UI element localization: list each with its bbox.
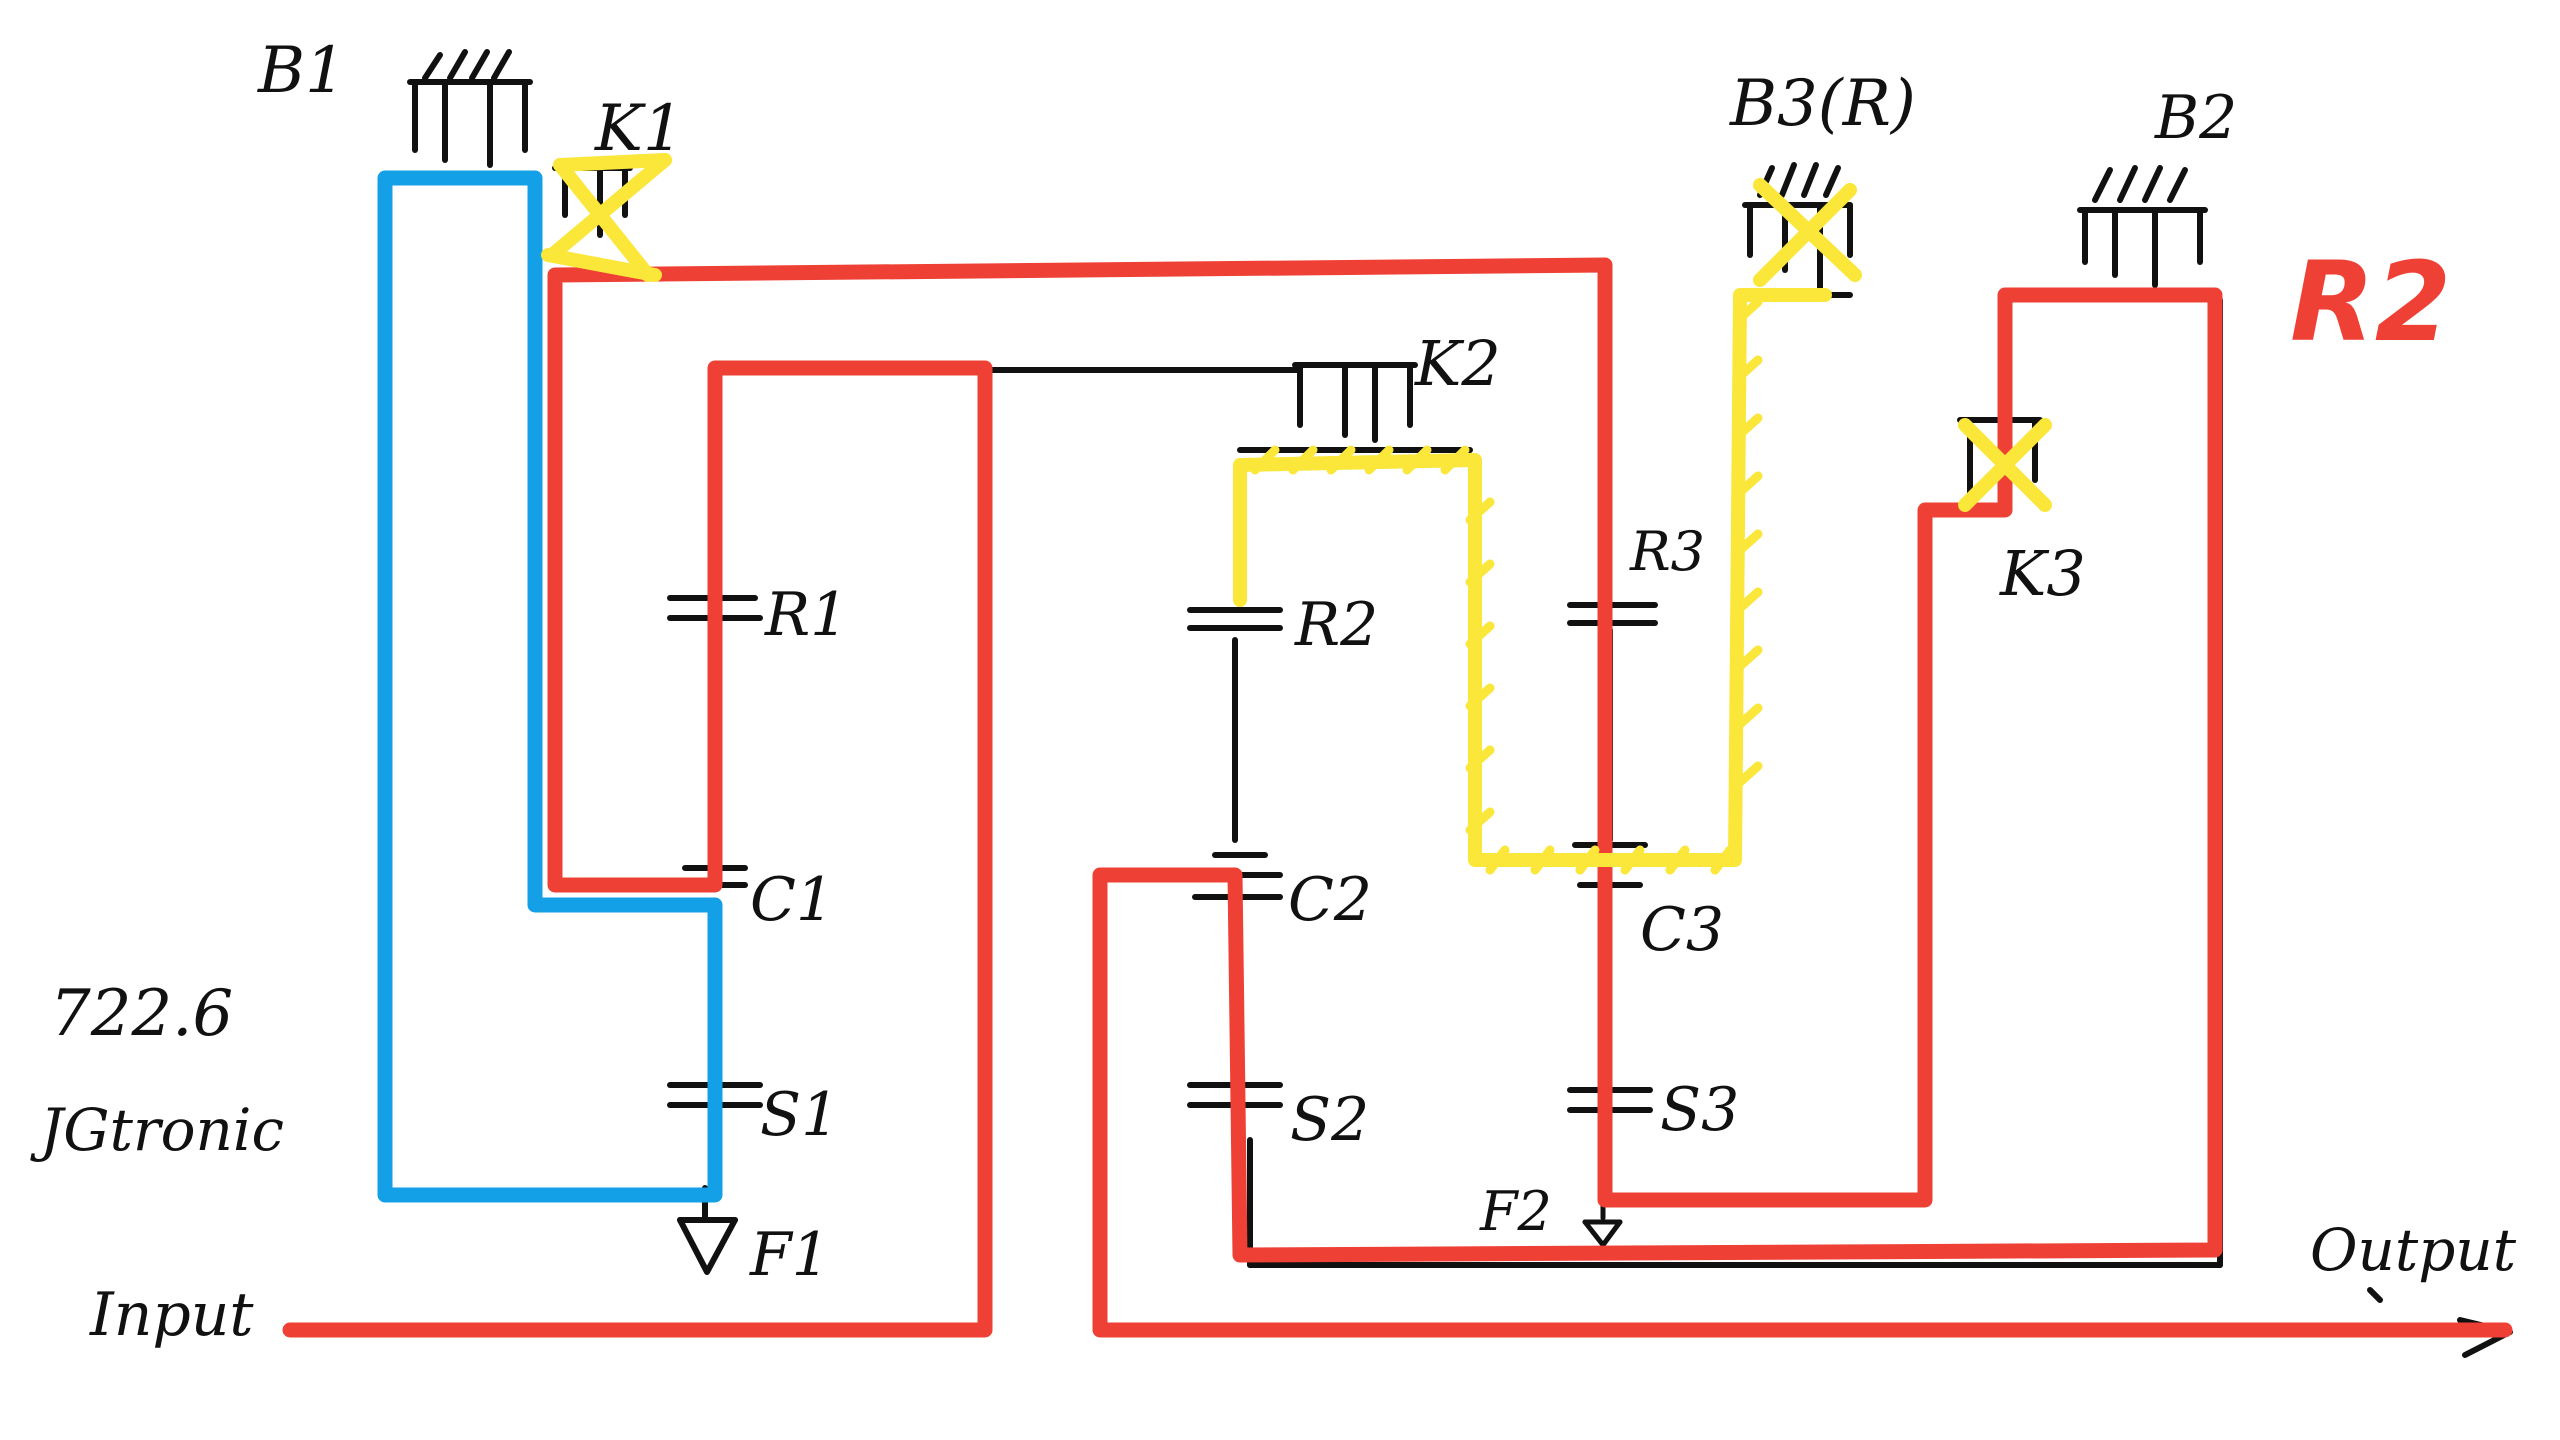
yellow-hatch-tick bbox=[1465, 621, 1495, 649]
yellow-hatch-tick bbox=[1326, 445, 1356, 475]
label-b1: B1 bbox=[257, 34, 346, 108]
yellow-hatch-tick bbox=[1575, 845, 1600, 875]
label-r2: R2 bbox=[1294, 590, 1378, 660]
yellow-hatch-tick bbox=[1733, 413, 1763, 441]
label-b2: B2 bbox=[2154, 83, 2237, 153]
yellow-hatch-marks bbox=[1250, 297, 1763, 875]
yellow-hatch-tick bbox=[1465, 559, 1495, 587]
yellow-hatch-tick bbox=[1465, 497, 1495, 525]
label-k2: K2 bbox=[1414, 327, 1501, 400]
label-f2: F2 bbox=[1479, 1180, 1552, 1243]
yellow-hatch-tick bbox=[1665, 845, 1690, 875]
yellow-hatch-tick bbox=[1620, 845, 1645, 875]
k3-cross-mark bbox=[1958, 418, 2052, 512]
yellow-hatch-tick bbox=[1733, 703, 1763, 731]
label-s2: S2 bbox=[1290, 1085, 1369, 1155]
power-flow-red bbox=[282, 257, 2513, 1338]
yellow-hatch-tick bbox=[1465, 745, 1495, 773]
yellow-hatch-tick bbox=[1250, 445, 1280, 475]
component-labels: B1 K1 B3(R) B2 K2 K3 R1 R2 R3 C1 C2 C3 S… bbox=[30, 34, 2517, 1350]
yellow-hatch-tick bbox=[1288, 445, 1318, 475]
yellow-hatch-tick bbox=[1465, 807, 1495, 835]
label-gear: R2 bbox=[2290, 238, 2451, 366]
k1-cross-mark bbox=[541, 153, 672, 282]
label-model: 722.6 bbox=[50, 977, 233, 1051]
label-b3: B3(R) bbox=[1729, 67, 1916, 141]
yellow-hatch-tick bbox=[1440, 445, 1470, 475]
label-c2: C2 bbox=[1288, 865, 1372, 935]
label-c3: C3 bbox=[1640, 895, 1724, 965]
brake-b2-symbol bbox=[2077, 165, 2208, 288]
label-output: Output bbox=[2310, 1216, 2517, 1284]
yellow-hatch-tick bbox=[1733, 645, 1763, 673]
yellow-hatch-tick bbox=[1733, 471, 1763, 499]
yellow-hatch-tick bbox=[1364, 445, 1394, 475]
label-s1: S1 bbox=[760, 1080, 839, 1150]
label-r1: R1 bbox=[764, 580, 848, 650]
yellow-hatch-tick bbox=[1733, 529, 1763, 557]
label-k3: K3 bbox=[1999, 537, 2086, 610]
ink-base-lines bbox=[407, 49, 2513, 1358]
yellow-hatch-tick bbox=[1733, 761, 1763, 789]
label-s3: S3 bbox=[1660, 1075, 1739, 1145]
label-f1: F1 bbox=[749, 1220, 830, 1290]
yellow-hatch-tick bbox=[1530, 845, 1555, 875]
yellow-hatch-tick bbox=[1733, 297, 1763, 325]
label-k1: K1 bbox=[594, 92, 684, 166]
yellow-hatch-tick bbox=[1402, 445, 1432, 475]
yellow-hatch-tick bbox=[1710, 845, 1735, 875]
label-input: Input bbox=[89, 1280, 254, 1350]
yellow-hatch-tick bbox=[1465, 683, 1495, 711]
label-c1: C1 bbox=[750, 865, 834, 935]
yellow-hatch-tick bbox=[1733, 355, 1763, 383]
b3-cross-mark bbox=[1753, 178, 1862, 287]
yellow-hatch-tick bbox=[1733, 587, 1763, 615]
label-r3: R3 bbox=[1629, 520, 1705, 583]
power-flow-yellow bbox=[541, 153, 2052, 875]
brake-b1-symbol bbox=[407, 49, 533, 168]
power-flow-blue bbox=[377, 170, 723, 1203]
yellow-hatch-tick bbox=[1485, 845, 1510, 875]
label-maker: JGtronic bbox=[30, 1096, 284, 1164]
